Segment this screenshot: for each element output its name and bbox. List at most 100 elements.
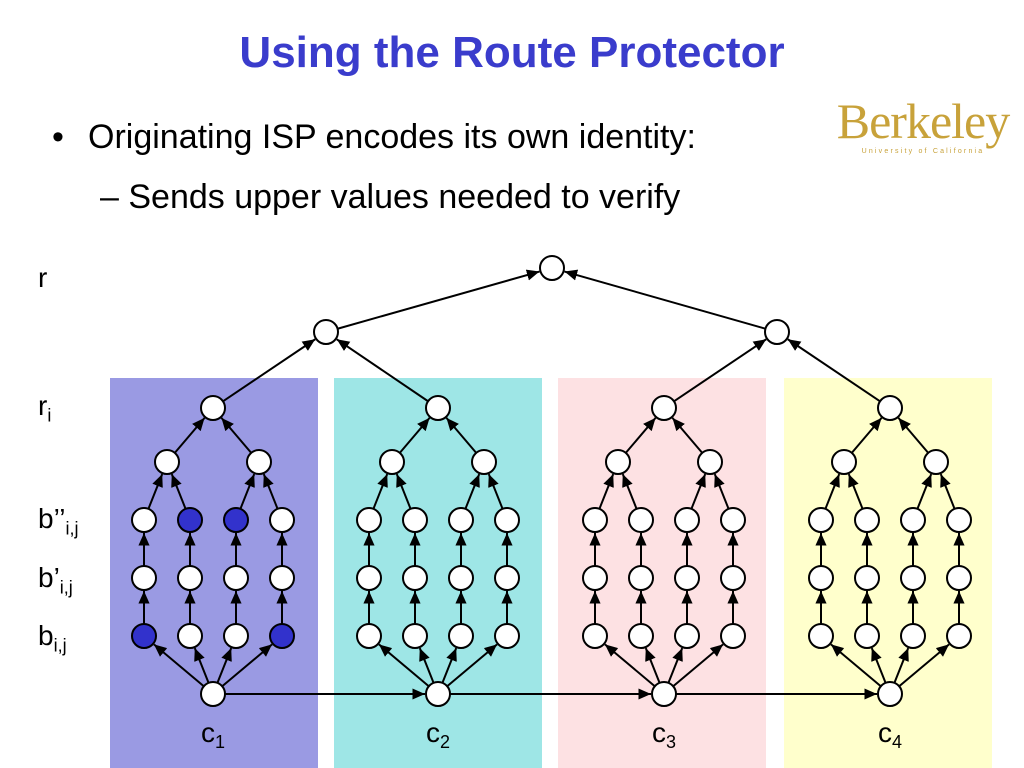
logo-wordmark: Berkeley xyxy=(836,93,1010,149)
b0-node-2-1 xyxy=(356,623,382,649)
bullet-text: Originating ISP encodes its own identity… xyxy=(88,118,696,156)
ri-node-1 xyxy=(200,395,226,421)
edge-b2-to-parent-2-4 xyxy=(487,473,504,510)
b2-node-2-3 xyxy=(448,507,474,533)
b1-node-3-3 xyxy=(674,565,700,591)
edge-ri-to-mid-4 xyxy=(787,338,881,403)
edge-b2-to-parent-2-1 xyxy=(372,473,389,510)
mid-node-right xyxy=(764,319,790,345)
edge-c-to-b0-1-3 xyxy=(216,647,233,684)
row-label-r-main: r xyxy=(38,262,48,293)
row-label-ri-sub: i xyxy=(47,405,52,426)
b1-node-2-4 xyxy=(494,565,520,591)
edge-parent-left-to-ri-3 xyxy=(625,417,657,454)
edge-c-to-b0-3-2 xyxy=(644,647,661,684)
column-label-1: c1 xyxy=(201,717,225,752)
edge-mid-left-to-root xyxy=(337,269,540,330)
edge-c-to-b0-4-2 xyxy=(870,647,887,684)
slide-title: Using the Route Protector xyxy=(239,28,785,77)
edge-c-to-b0-2-1 xyxy=(378,643,430,688)
edge-c-to-b0-1-1 xyxy=(153,643,205,688)
b2-node-2-2 xyxy=(402,507,428,533)
sub-bullet-text: – Sends upper values needed to verify xyxy=(100,178,681,216)
b0-node-1-4 xyxy=(269,623,295,649)
b2-node-4-4 xyxy=(946,507,972,533)
edge-c-to-b0-2-4 xyxy=(446,643,498,688)
edge-parent-left-to-ri-1 xyxy=(174,417,206,454)
b1-node-4-1 xyxy=(808,565,834,591)
diagram-nodes xyxy=(131,255,972,707)
edge-b2-to-parent-4-1 xyxy=(824,473,841,510)
edge-c-to-b0-3-3 xyxy=(667,647,684,684)
edge-c-to-b0-1-2 xyxy=(193,647,210,684)
edge-b2-to-parent-4-2 xyxy=(847,473,864,510)
row-label-b1-main: b’ xyxy=(38,562,60,593)
row-label-ri-main: r xyxy=(38,390,48,421)
edge-c-to-b0-2-3 xyxy=(441,647,458,684)
parent-node-2-left xyxy=(379,449,405,475)
diagram-edges xyxy=(138,269,965,700)
edge-parent-left-to-ri-2 xyxy=(399,417,431,454)
b2-node-3-1 xyxy=(582,507,608,533)
parent-node-3-left xyxy=(605,449,631,475)
b0-node-3-2 xyxy=(628,623,654,649)
edge-parent-right-to-ri-4 xyxy=(897,417,929,454)
edge-b2-to-parent-4-4 xyxy=(939,473,956,510)
edge-c-to-b0-2-2 xyxy=(418,647,435,684)
column-label-3: c3 xyxy=(652,717,676,752)
column-label-4: c4 xyxy=(878,717,902,752)
b0-node-4-2 xyxy=(854,623,880,649)
row-label-b1-sub: i,j xyxy=(59,577,73,598)
logo-subtitle: University of California xyxy=(861,148,985,155)
b2-node-2-4 xyxy=(494,507,520,533)
edge-b2-to-parent-1-1 xyxy=(147,473,164,510)
b1-node-1-2 xyxy=(177,565,203,591)
edge-ri-to-mid-2 xyxy=(336,338,429,403)
b2-node-1-2 xyxy=(177,507,203,533)
edge-mid-right-to-root xyxy=(564,269,766,330)
b2-node-2-1 xyxy=(356,507,382,533)
edge-ri-to-mid-3 xyxy=(673,338,767,403)
b1-node-2-2 xyxy=(402,565,428,591)
c-node-1 xyxy=(200,681,226,707)
row-label-b2: b’’i,j xyxy=(38,503,79,540)
edge-c-to-b0-4-3 xyxy=(893,647,910,684)
edge-b2-to-parent-4-3 xyxy=(916,473,933,510)
b0-node-1-3 xyxy=(223,623,249,649)
b2-node-1-3 xyxy=(223,507,249,533)
edge-ri-to-mid-1 xyxy=(222,338,316,403)
b0-node-3-1 xyxy=(582,623,608,649)
parent-node-4-right xyxy=(923,449,949,475)
row-label-b0: bi,j xyxy=(38,620,67,657)
parent-node-3-right xyxy=(697,449,723,475)
row-label-b0-main: b xyxy=(38,620,54,651)
b1-node-1-4 xyxy=(269,565,295,591)
b0-node-4-4 xyxy=(946,623,972,649)
b1-node-4-2 xyxy=(854,565,880,591)
b2-node-1-4 xyxy=(269,507,295,533)
edge-b2-to-parent-3-2 xyxy=(621,473,638,510)
row-label-b2-sub: i,j xyxy=(65,518,79,539)
b2-node-3-2 xyxy=(628,507,654,533)
row-label-r: r xyxy=(38,262,47,294)
edge-c-to-b0-1-4 xyxy=(221,643,273,688)
b1-node-1-1 xyxy=(131,565,157,591)
b1-node-2-3 xyxy=(448,565,474,591)
c-node-3 xyxy=(651,681,677,707)
b0-node-2-3 xyxy=(448,623,474,649)
b0-node-3-3 xyxy=(674,623,700,649)
b1-node-3-2 xyxy=(628,565,654,591)
b2-node-3-4 xyxy=(720,507,746,533)
b1-node-4-3 xyxy=(900,565,926,591)
mid-node-left xyxy=(313,319,339,345)
edge-c-to-b0-4-4 xyxy=(898,643,950,688)
ri-node-2 xyxy=(425,395,451,421)
edge-b2-to-parent-3-3 xyxy=(690,473,707,510)
edge-b2-to-parent-2-2 xyxy=(395,473,412,510)
b0-node-1-1 xyxy=(131,623,157,649)
edge-b2-to-parent-2-3 xyxy=(464,473,481,510)
bullet-point: •Originating ISP encodes its own identit… xyxy=(52,118,696,157)
b0-node-1-2 xyxy=(177,623,203,649)
edge-c-to-b0-3-1 xyxy=(604,643,656,688)
